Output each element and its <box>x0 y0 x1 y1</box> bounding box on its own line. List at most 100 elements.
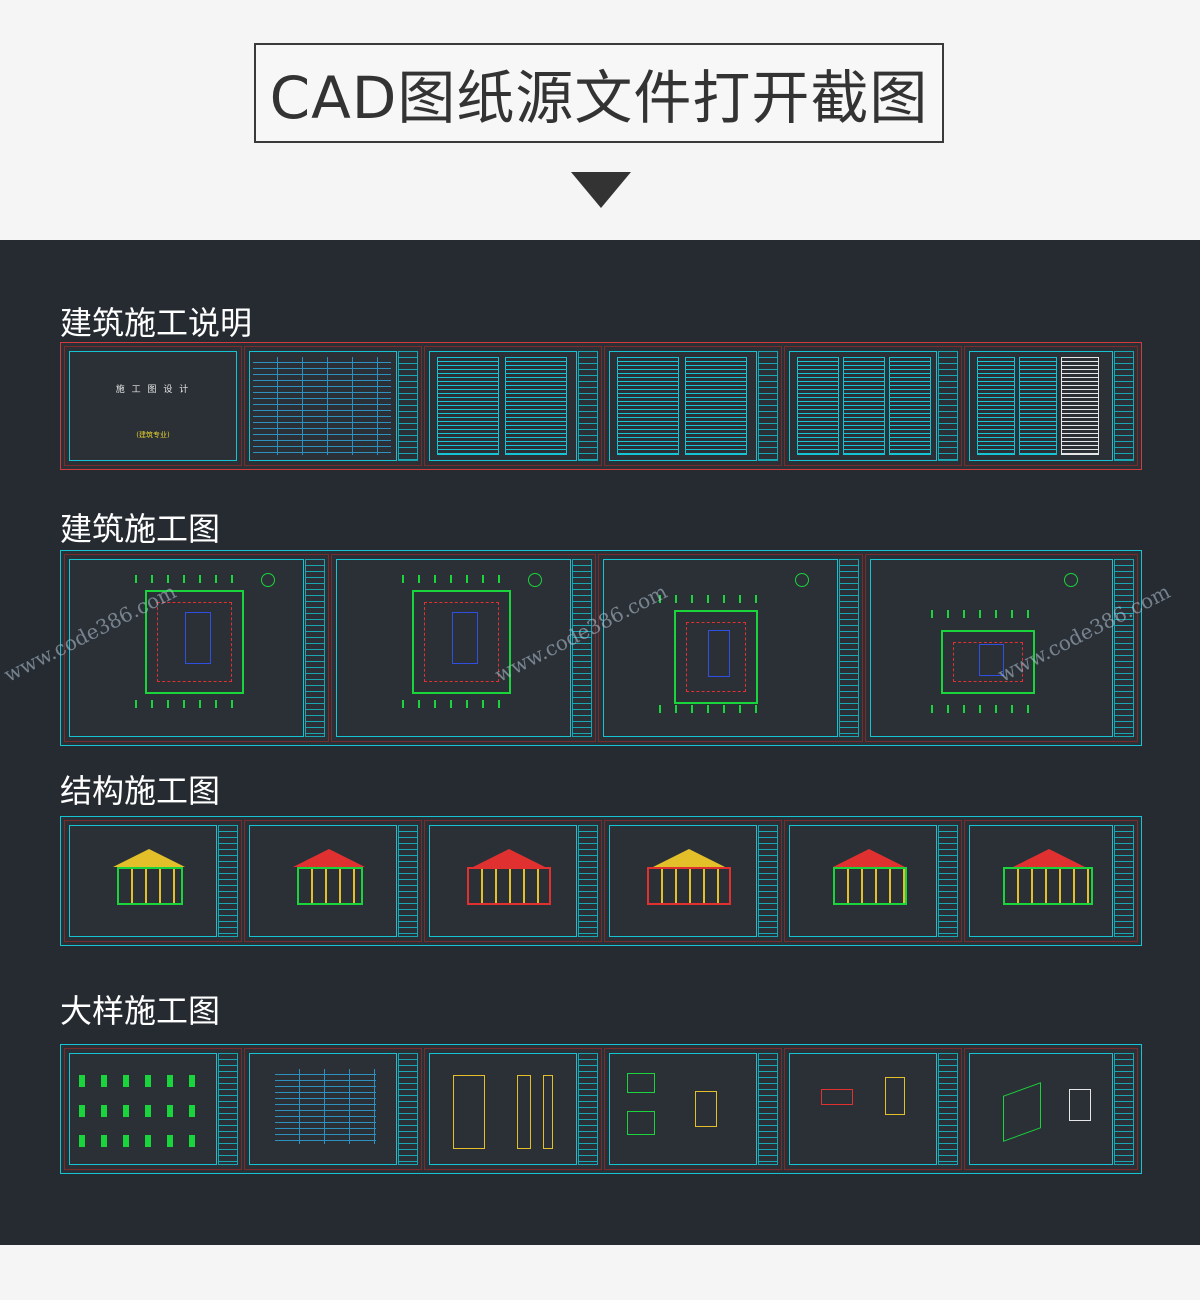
section-drawing <box>467 867 551 905</box>
section-drawing <box>647 867 731 905</box>
drawing-strip-architectural-notes: 施 工 图 设 计 (建筑专业) <box>60 342 1142 470</box>
node-detail <box>1069 1089 1091 1121</box>
drawing-sheet-door-window-table[interactable] <box>244 1048 422 1170</box>
sheet-frame <box>336 559 571 737</box>
sheet-frame <box>249 825 397 937</box>
section-title-architectural-drawings: 建筑施工图 <box>60 510 221 548</box>
drawing-sheet-floor-plan-2[interactable] <box>331 554 596 742</box>
drawing-sheet-window-details[interactable] <box>64 1048 242 1170</box>
sheet-frame <box>69 825 217 937</box>
notes-column <box>505 357 567 455</box>
drawing-sheet-wall-details[interactable] <box>424 1048 602 1170</box>
drawing-sheet-elevation-2[interactable] <box>244 820 422 942</box>
title-block <box>398 1053 418 1165</box>
elevation-roof <box>473 849 545 867</box>
sheet-frame <box>69 1053 217 1165</box>
window-detail-row <box>79 1135 209 1147</box>
dimension-line <box>931 705 1041 713</box>
title-block <box>398 351 418 461</box>
title-block <box>1114 1053 1134 1165</box>
sheet-frame <box>609 1053 757 1165</box>
drawing-sheet-floor-plan-1[interactable] <box>64 554 329 742</box>
drawing-strip-architectural-drawings: www.code386.com www.code386.com www.code… <box>0 550 1174 746</box>
sheet-frame <box>69 351 237 461</box>
floor-plan <box>674 610 758 704</box>
north-arrow-icon <box>261 573 275 587</box>
title-block <box>839 559 859 737</box>
drawing-sheet-roof-plan[interactable] <box>865 554 1138 742</box>
title-block <box>572 559 592 737</box>
sheet-frame <box>249 351 397 461</box>
dimension-line <box>659 595 769 603</box>
sheet-frame <box>429 825 577 937</box>
sheet-frame <box>969 825 1113 937</box>
title-block <box>938 1053 958 1165</box>
drawing-sheet-section-2[interactable] <box>604 820 782 942</box>
title-block <box>218 1053 238 1165</box>
title-block <box>758 351 778 461</box>
node-detail <box>627 1111 655 1135</box>
node-detail <box>627 1073 655 1093</box>
page-title: CAD图纸源文件打开截图 <box>269 64 929 132</box>
door-window-table <box>275 1069 376 1144</box>
notes-column <box>797 357 839 455</box>
drawing-sheet-cover[interactable]: 施 工 图 设 计 (建筑专业) <box>64 346 242 466</box>
title-block <box>578 825 598 937</box>
drawing-strip-structural-drawings <box>60 816 1142 946</box>
section-title-architectural-notes: 建筑施工说明 <box>60 304 253 342</box>
down-arrow-icon <box>571 172 631 208</box>
notes-column <box>685 357 747 455</box>
notes-column <box>617 357 679 455</box>
drawing-sheet-node-details-3[interactable] <box>964 1048 1138 1170</box>
section-drawing <box>833 867 907 905</box>
sheet-frame <box>429 1053 577 1165</box>
sheet-frame <box>609 825 757 937</box>
dimension-line <box>135 575 245 583</box>
title-block <box>578 351 598 461</box>
drawing-sheet-index[interactable] <box>244 346 422 466</box>
drawing-sheet-notes-4[interactable] <box>964 346 1138 466</box>
drawing-sheet-notes-2[interactable] <box>604 346 782 466</box>
elevation-roof <box>293 849 365 867</box>
floor-plan <box>145 590 244 694</box>
dimension-line <box>135 700 245 708</box>
north-arrow-icon <box>1064 573 1078 587</box>
notes-column <box>977 357 1015 455</box>
title-block <box>758 825 778 937</box>
notes-column <box>1019 357 1057 455</box>
sheet-frame <box>609 351 757 461</box>
elevation-roof <box>1013 849 1085 867</box>
north-arrow-icon <box>795 573 809 587</box>
drawing-sheet-section-3[interactable] <box>784 820 962 942</box>
title-block <box>938 825 958 937</box>
sheet-frame <box>969 1053 1113 1165</box>
dimension-line <box>659 705 769 713</box>
elevation-roof <box>113 849 185 867</box>
drawing-sheet-floor-plan-3[interactable] <box>598 554 863 742</box>
section-title-detail-drawings: 大样施工图 <box>60 992 221 1030</box>
elevation-drawing <box>297 867 363 905</box>
section-drawing <box>1003 867 1093 905</box>
wall-section-detail <box>453 1075 485 1149</box>
title-block <box>1114 559 1134 737</box>
drawing-sheet-node-details-1[interactable] <box>604 1048 782 1170</box>
column-detail <box>543 1075 553 1149</box>
drawing-sheet-elevation-1[interactable] <box>64 820 242 942</box>
node-detail <box>821 1089 853 1105</box>
drawing-sheet-notes-1[interactable] <box>424 346 602 466</box>
drawing-sheet-section-1[interactable] <box>424 820 602 942</box>
index-table <box>253 357 391 455</box>
cover-subtitle: (建筑专业) <box>136 431 170 439</box>
sheet-frame <box>429 351 577 461</box>
cover-title: 施 工 图 设 计 <box>115 385 191 395</box>
sheet-frame <box>789 1053 937 1165</box>
roof-plan <box>941 630 1035 694</box>
sheet-frame <box>870 559 1113 737</box>
drawing-sheet-section-4[interactable] <box>964 820 1138 942</box>
drawing-sheet-notes-3[interactable] <box>784 346 962 466</box>
drawing-sheet-node-details-2[interactable] <box>784 1048 962 1170</box>
elevation-drawing <box>117 867 183 905</box>
floor-plan <box>412 590 511 694</box>
notes-column <box>889 357 931 455</box>
header-title-box: CAD图纸源文件打开截图 <box>254 43 944 143</box>
